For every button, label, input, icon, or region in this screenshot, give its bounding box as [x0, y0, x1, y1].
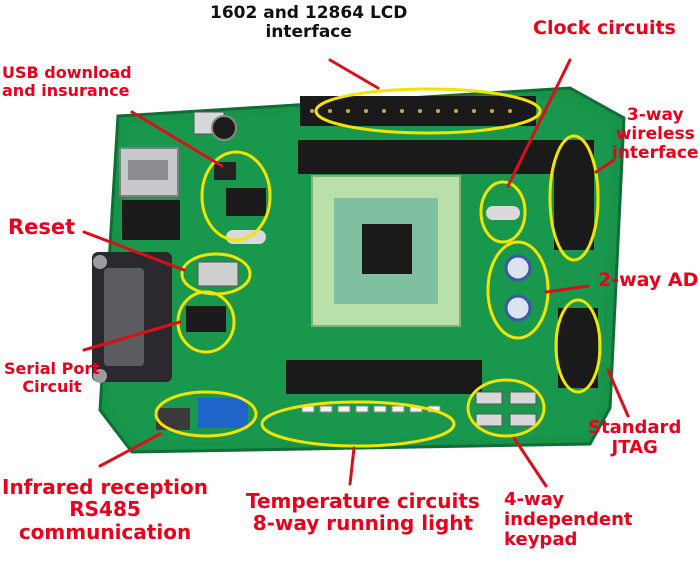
arrow-ad	[544, 284, 590, 294]
reset-button-part	[197, 261, 239, 287]
highlight-lcd	[314, 87, 542, 135]
label-clock-circuits: Clock circuits	[533, 17, 676, 39]
db9-connector	[92, 252, 172, 383]
keypad-buttons	[475, 391, 537, 427]
arrow-jtag	[606, 368, 630, 418]
highlight-wireless	[548, 134, 600, 262]
highlight-rs485	[154, 390, 258, 438]
bottom-header	[286, 360, 482, 394]
label-temperature-leds: Temperature circuits 8-way running light	[246, 489, 480, 536]
serial-chip	[186, 306, 226, 332]
highlight-ad	[486, 240, 550, 340]
arrow-reset	[82, 230, 186, 272]
arrow-leds	[348, 446, 356, 486]
usb-chip	[226, 188, 266, 216]
arrow-rs485	[98, 432, 162, 468]
pot-2	[504, 294, 532, 322]
arrow-wireless	[594, 158, 616, 174]
label-standard-jtag: Standard JTAG	[588, 417, 682, 459]
label-serial-port: Serial Port Circuit	[4, 359, 100, 396]
highlight-usb	[200, 150, 272, 242]
clock-crystal	[486, 206, 520, 220]
arrow-lcd	[328, 58, 380, 90]
rs485-terminal	[198, 398, 248, 428]
mcu-socket	[311, 175, 461, 327]
ir-receiver	[156, 408, 190, 430]
label-usb-download: USB download and insurance	[2, 63, 132, 100]
lcd-header	[298, 96, 558, 174]
label-infrared-rs485: Infrared reception RS485 communication	[2, 475, 209, 544]
power-jack	[122, 200, 180, 240]
usb-connector	[119, 147, 179, 197]
label-keypad: 4-way independent keypad	[504, 489, 633, 551]
arrow-usb	[130, 110, 224, 168]
highlight-leds	[260, 400, 456, 448]
pot-1	[504, 254, 532, 282]
arrow-keypad	[512, 436, 548, 488]
jtag-header	[558, 308, 598, 388]
label-two-way-ad: 2-way AD	[598, 269, 699, 291]
wireless-header	[554, 140, 594, 250]
label-reset: Reset	[8, 215, 76, 239]
label-wireless-interface: 3-way wireless interface	[612, 105, 699, 164]
highlight-keypad	[466, 378, 546, 438]
highlight-jtag	[554, 298, 602, 394]
arrow-clock	[506, 58, 572, 188]
arrow-serial	[82, 320, 182, 352]
highlight-clock	[479, 180, 527, 244]
electrolytic-capacitor	[211, 115, 237, 141]
label-lcd-interface: 1602 and 12864 LCD interface	[210, 3, 408, 43]
